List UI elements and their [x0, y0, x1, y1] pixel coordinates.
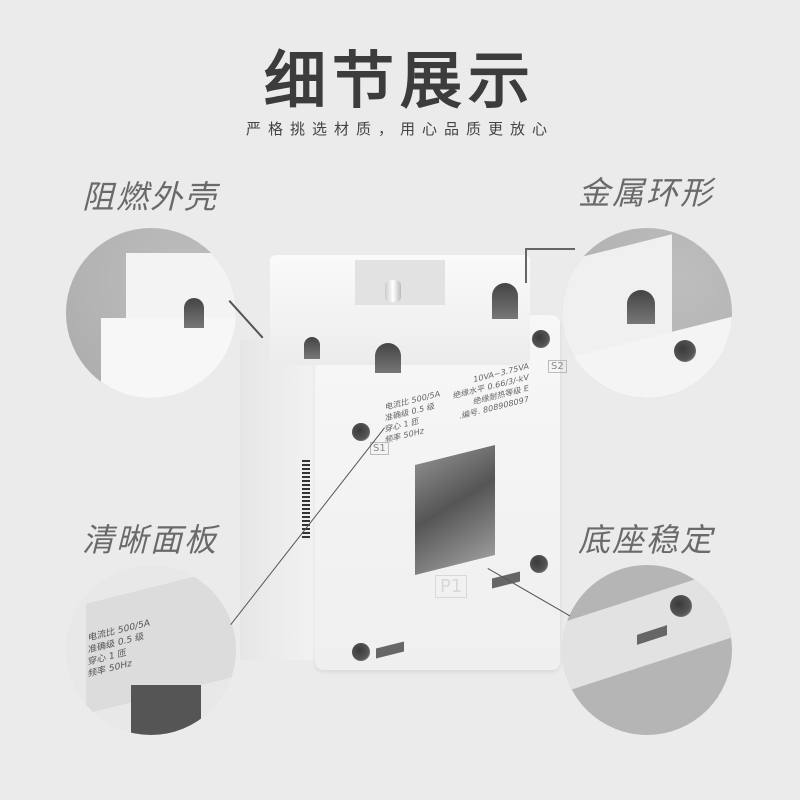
nameplate: 电流比 500/5A 准确级 0.5 级 穿心 1 匝 频率 50Hz 10VA… — [385, 360, 540, 455]
screw-icon — [385, 280, 401, 302]
feature-label-clear-panel: 清晰面板 — [82, 521, 219, 559]
page-title: 细节展示 — [263, 44, 536, 117]
mounting-hole-top-right — [532, 330, 550, 348]
terminal-slot-detail — [627, 290, 655, 324]
mounting-hole-top-left — [352, 423, 370, 441]
page-subtitle: 严格挑选材质，用心品质更放心 — [245, 120, 554, 138]
callout-line-top-right-v — [525, 248, 527, 283]
barcode — [302, 460, 310, 540]
terminal-slot-right — [492, 283, 518, 319]
feature-label-metal-ring: 金属环形 — [578, 174, 715, 212]
base-detail — [562, 567, 732, 693]
detail-circle-clear-panel: 电流比 500/5A 准确级 0.5 级 穿心 1 匝 频率 50Hz — [66, 565, 236, 735]
terminal-label-s1: S1 — [370, 442, 389, 455]
window-detail — [131, 685, 201, 735]
nameplate-left-column: 电流比 500/5A 准确级 0.5 级 穿心 1 匝 频率 50Hz — [385, 388, 440, 446]
detail-circle-metal-ring — [562, 228, 732, 398]
callout-line-top-right-h — [525, 248, 575, 250]
terminal-slot-left — [375, 343, 401, 373]
mounting-hole-detail — [670, 595, 692, 617]
detail-circle-flame-retardant-shell — [66, 228, 236, 398]
mounting-hole-detail — [674, 340, 696, 362]
terminal-slot-detail — [184, 298, 204, 328]
terminal-slot-side — [304, 337, 320, 359]
feature-label-flame-retardant: 阻燃外壳 — [82, 178, 219, 216]
feature-label-stable-base: 底座稳定 — [578, 521, 715, 559]
nameplate-right-column: 10VA~3.75VA 绝缘水平 0.66/3/-kV 绝缘耐热等级 E .编号… — [453, 361, 529, 424]
conductor-window — [415, 445, 495, 575]
mounting-hole-bottom-right — [530, 555, 548, 573]
mounting-hole-bottom-left — [352, 643, 370, 661]
detail-circle-stable-base — [562, 565, 732, 735]
terminal-label-p1: P1 — [435, 575, 468, 598]
current-transformer-image: 电流比 500/5A 准确级 0.5 级 穿心 1 匝 频率 50Hz 10VA… — [230, 220, 570, 690]
shell-detail-lower — [101, 318, 236, 398]
